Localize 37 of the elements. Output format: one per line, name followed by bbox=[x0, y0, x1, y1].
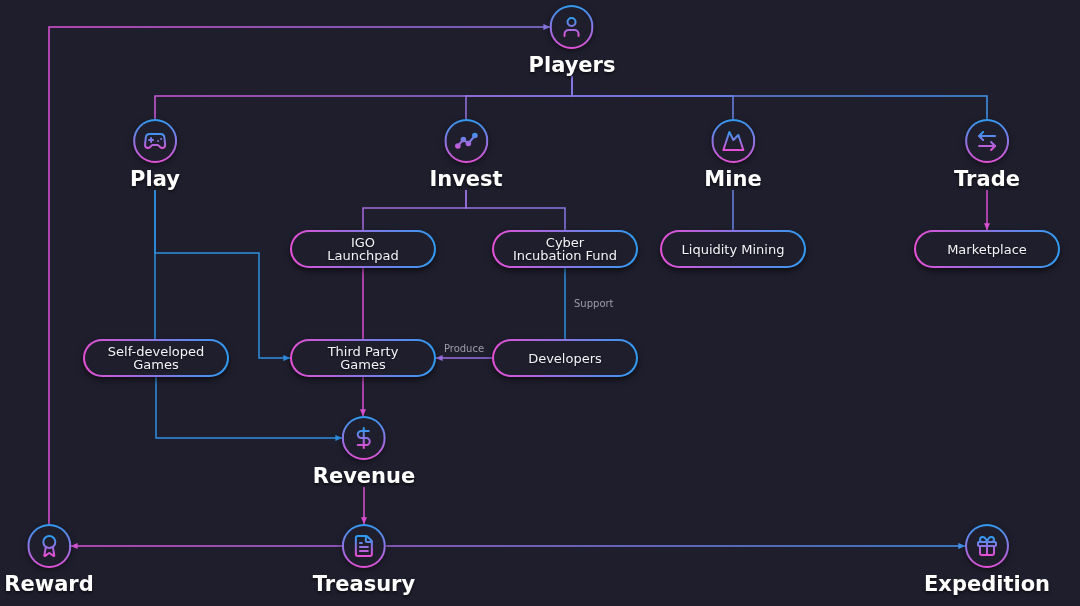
node-title: Expedition bbox=[924, 573, 1050, 595]
arrow bbox=[155, 376, 343, 441]
rounded-node-box bbox=[290, 339, 436, 377]
node-text: Developers bbox=[528, 351, 602, 365]
arrow bbox=[361, 486, 367, 525]
node-title: Trade bbox=[954, 168, 1020, 190]
node-text: Third Party Games bbox=[326, 345, 400, 371]
arrow bbox=[70, 543, 343, 549]
arrow bbox=[385, 543, 966, 549]
node-text: Cyber Incubation Fund bbox=[511, 236, 619, 262]
node-title: Revenue bbox=[312, 465, 416, 487]
node-title: Treasury bbox=[312, 573, 416, 595]
node-title: Play bbox=[130, 168, 180, 190]
rounded-node-box bbox=[290, 230, 436, 268]
node-title: Invest bbox=[429, 168, 503, 190]
arrow bbox=[360, 376, 366, 417]
arrow bbox=[984, 189, 990, 231]
connector-line bbox=[564, 267, 566, 340]
edge-label: Support bbox=[572, 297, 616, 310]
rounded-node-box bbox=[492, 339, 638, 377]
rounded-node-box bbox=[492, 230, 638, 268]
node-title: Mine bbox=[704, 168, 762, 190]
connector-line bbox=[732, 189, 734, 231]
node-title: Reward bbox=[4, 573, 94, 595]
arrow bbox=[435, 355, 493, 361]
arrow bbox=[154, 189, 291, 361]
node-title: Players bbox=[528, 54, 616, 76]
node-text: Liquidity Mining bbox=[681, 242, 785, 256]
node-text: Self-developed Games bbox=[106, 345, 206, 371]
rounded-node-box bbox=[660, 230, 806, 268]
arrow bbox=[48, 24, 551, 525]
rounded-node-box bbox=[83, 339, 229, 377]
rounded-node-box bbox=[914, 230, 1060, 268]
node-text: Marketplace bbox=[947, 242, 1027, 256]
node-text: IGO Launchpad bbox=[326, 236, 400, 262]
connector-line bbox=[362, 267, 364, 340]
connector-line bbox=[465, 189, 566, 231]
